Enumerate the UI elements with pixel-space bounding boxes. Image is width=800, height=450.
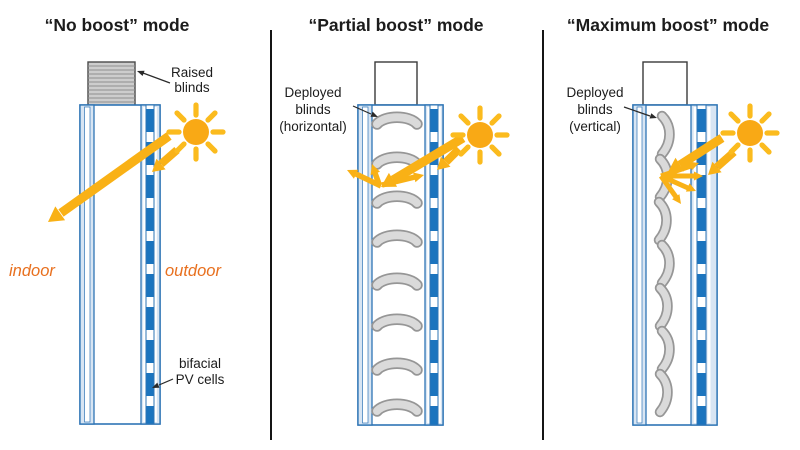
deployed-blinds-label-line: Deployed bbox=[284, 85, 341, 100]
indoor-glass-pane bbox=[632, 104, 647, 426]
vertical-blind-slat bbox=[654, 282, 673, 332]
raised-blinds-label-line: Raised bbox=[171, 65, 213, 80]
bifacial-pv-label-line: bifacial bbox=[179, 356, 221, 371]
blinds-housing-box bbox=[374, 61, 418, 106]
bifacial-pv-label-line: PV cells bbox=[176, 372, 225, 387]
panel-title: “Maximum boost” mode bbox=[567, 15, 770, 35]
label-pointer-arrow bbox=[152, 378, 174, 388]
sun-icon bbox=[166, 102, 226, 162]
reflected-light-arrow bbox=[370, 164, 382, 185]
raised-blinds-box bbox=[87, 61, 136, 107]
vertical-blind-slat bbox=[656, 239, 675, 289]
outdoor-label: outdoor bbox=[165, 262, 222, 280]
pv-glass-pane bbox=[140, 104, 161, 425]
horizontal-blind-slat bbox=[371, 313, 423, 332]
pv-incident-arrow bbox=[437, 146, 462, 170]
deployed-blinds-label-line: blinds bbox=[295, 102, 331, 117]
panel-partial-boost: “Partial boost” mode Deployed blinds (ho… bbox=[279, 15, 510, 426]
vertical-blind-slat bbox=[653, 196, 672, 246]
pv-cells-strip bbox=[429, 104, 439, 426]
horizontal-blind-slat bbox=[371, 272, 423, 291]
pv-cells-strip bbox=[696, 104, 707, 426]
pv-glass-pane bbox=[690, 104, 718, 426]
horizontal-blind-slat bbox=[371, 111, 423, 130]
reflected-light-arrow bbox=[381, 172, 424, 188]
window-cross-section-1 bbox=[79, 104, 161, 425]
horizontal-blind-slat bbox=[371, 229, 423, 248]
transmitted-light-arrow bbox=[48, 132, 172, 222]
raised-blinds-label-line: blinds bbox=[174, 80, 210, 95]
panel-maximum-boost: “Maximum boost” mode Deployed blinds (ve… bbox=[566, 15, 780, 426]
pv-cells-strip bbox=[145, 104, 155, 425]
horizontal-blind-slats bbox=[371, 111, 423, 417]
blinds-housing-box bbox=[642, 61, 688, 106]
deployed-blinds-label-line: (vertical) bbox=[569, 119, 621, 134]
indoor-label: indoor bbox=[9, 262, 56, 280]
sun-icon bbox=[720, 103, 780, 163]
vertical-blind-slats bbox=[653, 110, 675, 418]
pv-glass-pane bbox=[424, 104, 444, 426]
panel-no-boost: “No boost” mode Raised blinds indoor out… bbox=[9, 15, 226, 425]
indoor-glass-pane bbox=[357, 104, 373, 426]
deployed-blinds-label-line: Deployed bbox=[566, 85, 623, 100]
horizontal-blind-slat bbox=[371, 151, 423, 170]
reflected-light-arrow bbox=[658, 174, 681, 204]
deployed-blinds-label-line: blinds bbox=[577, 102, 613, 117]
label-pointer-arrow bbox=[352, 105, 378, 117]
vertical-blind-slat bbox=[656, 325, 675, 375]
deployed-blinds-label-line: (horizontal) bbox=[279, 119, 347, 134]
horizontal-blind-slat bbox=[371, 398, 423, 417]
panel-title: “No boost” mode bbox=[45, 15, 190, 35]
vertical-blind-slat bbox=[654, 368, 673, 418]
pv-incident-arrow bbox=[152, 146, 180, 172]
horizontal-blind-slat bbox=[371, 357, 423, 376]
panel-title: “Partial boost” mode bbox=[308, 15, 483, 35]
label-pointer-arrow bbox=[137, 70, 171, 84]
vertical-blind-slat bbox=[656, 110, 675, 160]
sun-icon bbox=[450, 105, 510, 165]
window-cross-section-3 bbox=[632, 104, 718, 426]
indoor-glass-pane bbox=[79, 104, 95, 425]
label-pointer-arrow bbox=[623, 106, 657, 119]
horizontal-blind-slat bbox=[371, 190, 423, 209]
